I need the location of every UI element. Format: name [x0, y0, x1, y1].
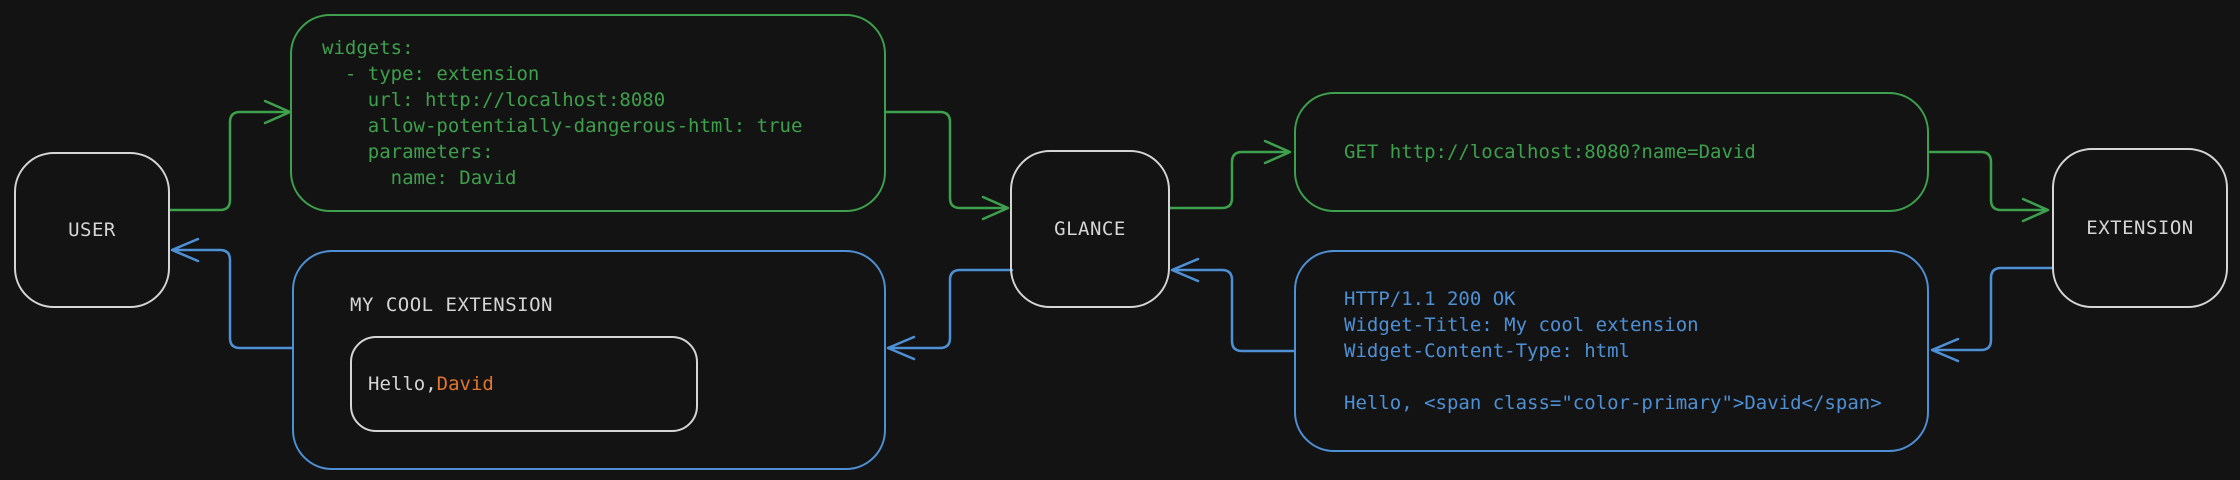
- node-user-label: USER: [68, 219, 116, 241]
- arrow-user-to-config: [168, 99, 292, 212]
- node-extension-label: EXTENSION: [2086, 217, 2194, 239]
- node-glance: GLANCE: [1010, 150, 1170, 308]
- response-code: HTTP/1.1 200 OK Widget-Title: My cool ex…: [1344, 288, 1882, 414]
- arrow-extension-to-response: [1930, 266, 2054, 363]
- request-code: GET http://localhost:8080?name=David: [1344, 141, 1756, 163]
- node-extension: EXTENSION: [2052, 148, 2228, 308]
- arrow-glance-to-request: [1168, 139, 1292, 210]
- arrow-config-to-glance: [884, 110, 1010, 221]
- config-code-box: widgets: - type: extension url: http://l…: [290, 14, 886, 212]
- node-glance-label: GLANCE: [1054, 218, 1126, 240]
- request-code-box: GET http://localhost:8080?name=David: [1294, 92, 1929, 212]
- arrow-response-to-glance: [1170, 257, 1296, 353]
- arrow-request-to-extension: [1927, 150, 2050, 223]
- widget-preview-box: MY COOL EXTENSION Hello, David: [292, 250, 886, 470]
- node-user: USER: [14, 152, 170, 308]
- arrow-glance-to-widget: [886, 268, 1014, 361]
- widget-greeting-box: Hello, David: [350, 336, 698, 432]
- greeting-prefix: Hello,: [368, 373, 437, 395]
- response-code-box: HTTP/1.1 200 OK Widget-Title: My cool ex…: [1294, 250, 1929, 452]
- arrow-widget-to-user: [170, 237, 294, 350]
- greeting-name: David: [436, 373, 494, 395]
- config-code: widgets: - type: extension url: http://l…: [322, 37, 803, 189]
- widget-title: MY COOL EXTENSION: [350, 294, 553, 316]
